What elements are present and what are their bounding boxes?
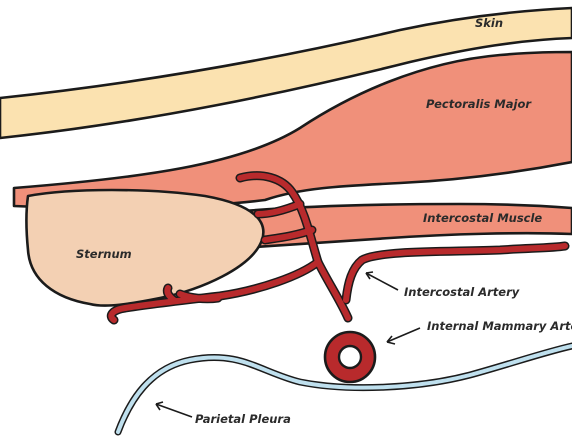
internal-mammary-artery-lumen xyxy=(339,346,361,368)
label-internal-mammary-artery: Internal Mammary Artery xyxy=(427,319,572,333)
label-intercostal-artery: Intercostal Artery xyxy=(404,285,520,299)
internal-mammary-arrow xyxy=(387,328,420,342)
parietal-pleura-arrow xyxy=(156,404,192,417)
label-intercostal-muscle: Intercostal Muscle xyxy=(423,211,542,225)
label-parietal-pleura: Parietal Pleura xyxy=(195,412,291,426)
intercostal-artery-arrow xyxy=(366,273,398,290)
label-skin: Skin xyxy=(475,16,503,30)
label-pectoralis-major: Pectoralis Major xyxy=(426,97,532,111)
sternum-bone xyxy=(27,190,264,306)
label-sternum: Sternum xyxy=(76,247,132,261)
